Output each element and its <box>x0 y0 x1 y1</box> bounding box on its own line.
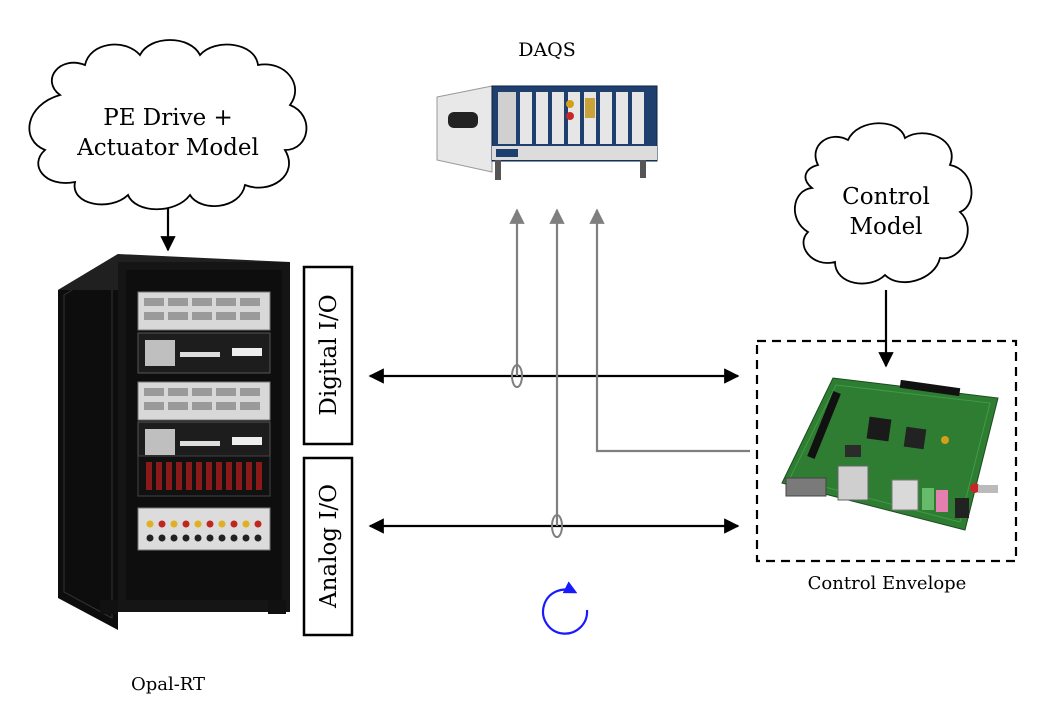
digital-io-box: Digital I/O <box>302 265 354 446</box>
rack-module-4 <box>137 507 271 551</box>
board-ethernet-port <box>837 465 869 501</box>
analog-io-label: Analog I/O <box>316 484 342 609</box>
control-model-line2: Model <box>849 214 922 240</box>
board-audio-jack-green <box>922 488 934 510</box>
circular-arrow-icon <box>542 581 589 635</box>
control-model-cloud: Control Model <box>793 122 973 285</box>
daqs-chassis <box>436 85 658 180</box>
controller-board <box>781 377 999 531</box>
control-envelope-label: Control Envelope <box>808 573 967 594</box>
daqs-monitor-line-analog <box>549 208 565 538</box>
plant-model-cloud-shape <box>28 39 308 211</box>
control-model-line1: Control <box>842 184 930 210</box>
rack-module-2 <box>137 381 271 421</box>
plant-model-line1: PE Drive + <box>103 105 233 131</box>
control-model-cloud-shape <box>793 122 973 285</box>
daqs-monitor-line-controller <box>589 208 750 453</box>
board-usb-port <box>891 479 919 511</box>
board-audio-jack-pink <box>936 490 948 512</box>
plant-model-line2: Actuator Model <box>76 135 259 161</box>
analog-io-frame <box>302 456 354 637</box>
digital-tap-loop <box>511 364 523 388</box>
daqs-label: DAQS <box>518 39 576 61</box>
control-envelope-box <box>755 339 1018 563</box>
daqs-monitor-line-digital <box>509 208 525 388</box>
board-serial-port <box>785 477 827 497</box>
rack-side-panel <box>58 254 118 630</box>
digital-io-label: Digital I/O <box>316 294 342 415</box>
daqs-side <box>436 85 493 173</box>
opal-rt-rack <box>58 254 290 630</box>
analog-tap-loop <box>551 514 563 538</box>
opal-rt-label: Opal-RT <box>131 674 205 695</box>
rack-module-1 <box>137 291 271 331</box>
plant-model-cloud: PE Drive + Actuator Model <box>28 39 308 211</box>
analog-io-box: Analog I/O <box>302 456 354 637</box>
digital-io-frame <box>302 265 354 446</box>
